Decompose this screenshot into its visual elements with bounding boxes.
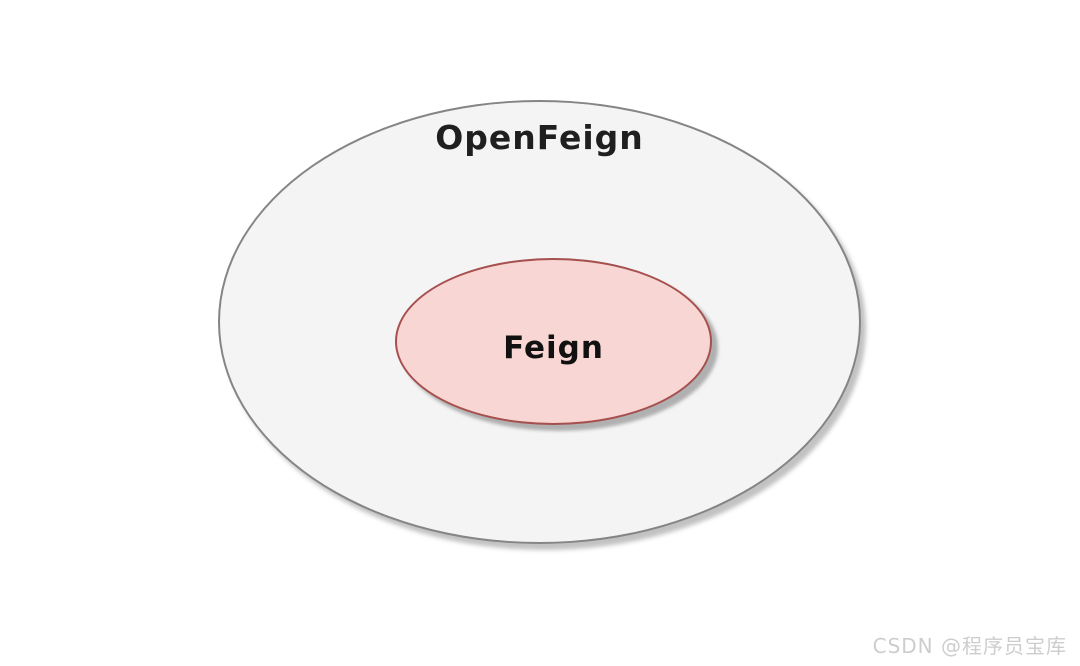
feign-ellipse: Feign — [395, 258, 712, 425]
openfeign-ellipse: OpenFeign Feign — [218, 100, 861, 544]
feign-label: Feign — [503, 329, 604, 366]
watermark: CSDN @程序员宝库 — [872, 634, 1067, 658]
openfeign-label: OpenFeign — [435, 118, 644, 157]
